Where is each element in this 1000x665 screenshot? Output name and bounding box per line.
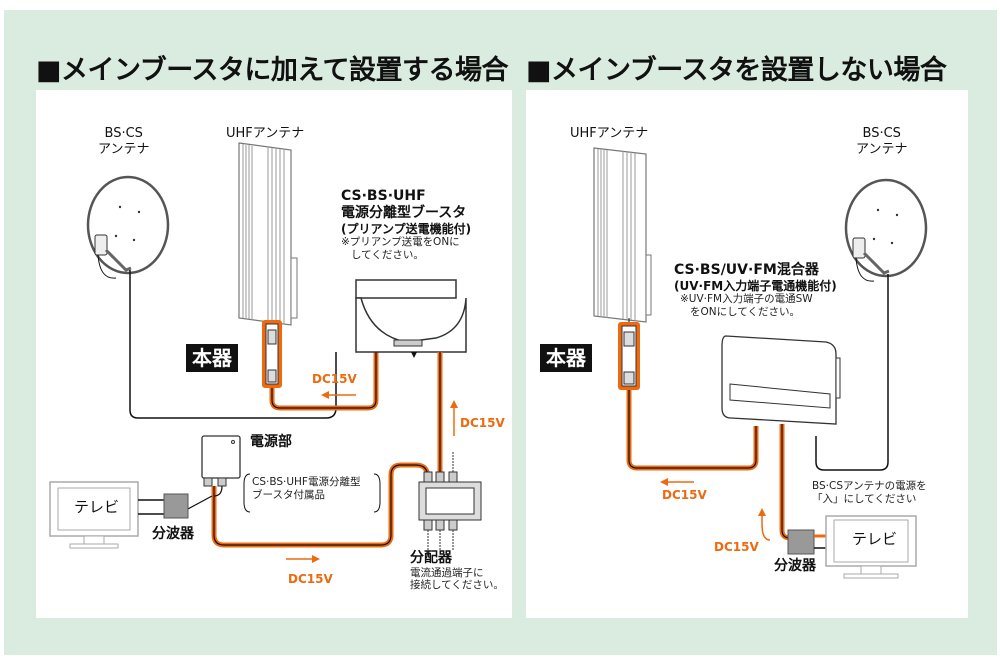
dc-label-diplexer: DC15V [714, 540, 759, 554]
dc-cable-diplexer [779, 424, 796, 541]
dc-label-bottom: DC15V [288, 572, 333, 586]
bs-cs-antenna-line1: BS·CS [104, 126, 143, 141]
bs-power-note: BS·CSアンテナの電源を 「入」にしてください [812, 480, 927, 505]
booster-note2: してください。 [351, 248, 424, 261]
distributor-title: 分配器 [410, 550, 452, 566]
power-unit-note: CS·BS·UHF電源分離型 ブースタ付属品 [252, 476, 360, 501]
power-unit-note1: CS·BS·UHF電源分離型 [252, 476, 361, 488]
uhf-antenna-icon [238, 142, 298, 326]
booster-device-icon [355, 279, 467, 358]
product-device-icon [262, 320, 282, 388]
mixer-label: CS·BS/UV·FM混合器 (UV·FM入力端子電通機能付) ※UV·FM入力… [674, 262, 837, 318]
left-heading: ■メインブースタに加えて設置する場合 [36, 55, 509, 86]
booster-line1: CS·BS·UHF [341, 188, 426, 204]
bs-power-note2: 「入」にしてください [812, 492, 917, 505]
mixer-device-icon [721, 335, 841, 425]
dc-arrow-left-icon [660, 478, 694, 486]
dc-arrow-up-curve-icon [758, 508, 771, 541]
bs-power-note1: BS·CSアンテナの電源を [812, 480, 927, 492]
booster-line3: (プリアンプ送電機能付) [341, 221, 472, 236]
diplexer-icon [163, 493, 189, 519]
dc-arrow-up-icon [450, 400, 458, 436]
bs-cs-antenna-line1: BS·CS [862, 126, 901, 141]
right-heading: ■メインブースタを設置しない場合 [526, 55, 947, 86]
bs-cs-antenna-line2: アンテナ [98, 141, 150, 157]
product-device-icon [618, 318, 640, 390]
dc-arrow-left-icon [321, 391, 356, 399]
bs-cs-antenna-line2: アンテナ [856, 141, 908, 157]
tv-label: テレビ [74, 498, 120, 516]
right-panel: UHFアンテナ BS·CS アンテナ CS·BS/UV·FM混合器 (UV·FM… [526, 90, 968, 618]
power-unit-icon [201, 435, 241, 487]
product-badge: 本器 [540, 344, 592, 372]
right-diagram [593, 147, 928, 579]
uhf-antenna-label: UHFアンテナ [570, 126, 649, 141]
bs-cable [129, 270, 337, 419]
mixer-line2: (UV·FM入力端子電通機能付) [674, 278, 837, 293]
dc-label-booster: DC15V [312, 372, 357, 386]
distributor-icon [418, 452, 482, 550]
booster-label: CS·BS·UHF 電源分離型ブースタ (プリアンプ送電機能付) ※プリアンプ送… [341, 188, 471, 261]
bs-cs-dish-icon [844, 178, 928, 282]
bs-cs-dish-icon [86, 175, 170, 279]
mixer-note1: ※UV·FM入力端子の電通SW [680, 293, 813, 306]
diplexer-icon [787, 529, 815, 555]
uhf-antenna-icon [593, 147, 652, 323]
dc-label-left: DC15V [662, 488, 707, 502]
tv-icon [825, 515, 917, 579]
dc-label-vertical: DC15V [460, 416, 505, 430]
bs-cs-antenna-label: BS·CS アンテナ [856, 126, 907, 157]
distributor-label: 分配器 電流通過端子に 接続してください。 [410, 550, 504, 592]
booster-note1: ※プリアンプ送電をONに [341, 235, 460, 248]
uhf-antenna-label: UHFアンテナ [226, 126, 305, 141]
distributor-note2: 接続してください。 [410, 579, 504, 592]
tv-label: テレビ [852, 530, 898, 548]
power-unit-title: 電源部 [250, 434, 292, 450]
bs-cs-antenna-label: BS·CS アンテナ [98, 126, 149, 157]
distributor-note1: 電流通過端子に [410, 566, 484, 579]
booster-line2: 電源分離型ブースタ [341, 204, 467, 221]
diplexer-label: 分波器 [152, 526, 194, 542]
power-unit-note2: ブースタ付属品 [252, 488, 325, 501]
bs-cable [815, 274, 889, 471]
mixer-line1: CS·BS/UV·FM混合器 [674, 262, 819, 278]
mixer-note2: をONにしてください。 [690, 305, 800, 318]
product-badge: 本器 [186, 344, 238, 372]
left-diagram [49, 142, 482, 563]
tv-icon [49, 481, 139, 549]
diplexer-label: 分波器 [774, 558, 816, 574]
left-panel: BS·CS アンテナ UHFアンテナ CS·BS·UHF 電源分離型ブースタ (… [36, 90, 512, 618]
dc-arrow-right-icon [286, 555, 320, 563]
